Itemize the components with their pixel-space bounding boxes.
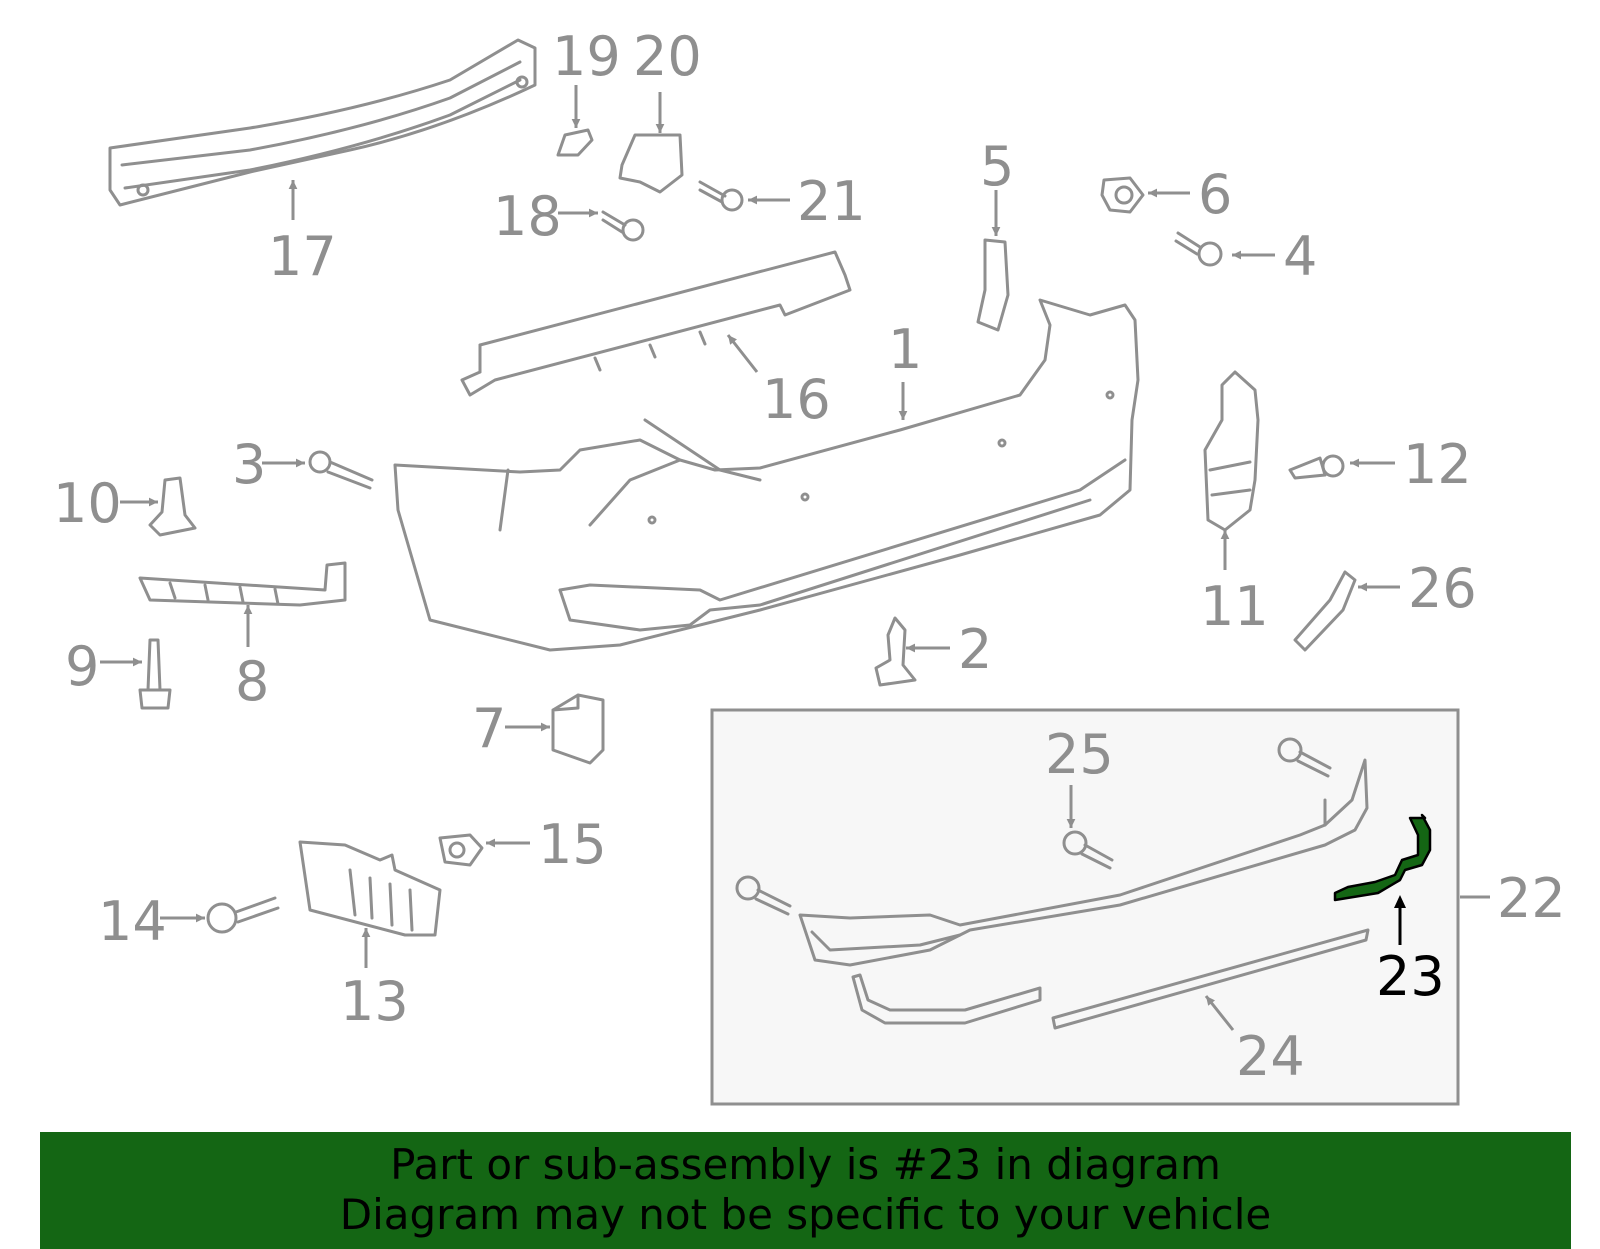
callout-3: 3 [232, 433, 266, 496]
part-25-bolt [1062, 830, 1114, 870]
callout-17: 17 [268, 225, 337, 288]
part-11-bracket [1203, 370, 1260, 532]
part-17-reinforcement [108, 38, 537, 207]
arrow-14-head [195, 913, 205, 923]
arrow-7-head [540, 722, 550, 732]
part-6-nut [1100, 176, 1145, 214]
arrow-8-head [243, 605, 253, 615]
callout-23: 23 [1376, 945, 1445, 1008]
arrow-17-head [288, 180, 298, 190]
part-24-moulding [851, 928, 1370, 1030]
part-10-clip [148, 476, 197, 537]
part-12-clip [1288, 454, 1345, 480]
callout-16: 16 [762, 368, 831, 431]
arrow-15-head [486, 838, 496, 848]
arrow-2-head [906, 643, 916, 653]
arrow-16-head [728, 335, 737, 345]
part-16-absorber [460, 250, 852, 397]
arrow-5-head [991, 226, 1001, 236]
callout-13: 13 [340, 970, 409, 1033]
arrow-10-head [148, 497, 158, 507]
info-banner: Part or sub-assembly is #23 in diagram D… [40, 1132, 1571, 1249]
arrow-19-head [571, 118, 581, 128]
part-18-bolt [601, 210, 645, 242]
callout-10: 10 [53, 472, 122, 535]
arrow-1-head [898, 410, 908, 420]
arrow-20-head [655, 123, 665, 133]
part-4-bolt [1174, 231, 1223, 267]
part-19-clip [556, 128, 594, 157]
arrow-25-head [1066, 818, 1076, 828]
callout-7: 7 [472, 697, 506, 760]
subassembly-22-box [710, 708, 1460, 1106]
part-13-bracket [298, 840, 442, 937]
arrow-21-head [748, 195, 758, 205]
bolt-top-right [1277, 737, 1332, 778]
callout-12: 12 [1403, 433, 1472, 496]
lower-spoiler [798, 758, 1369, 967]
arrow-9-head [132, 657, 142, 667]
arrow-18-head [588, 208, 598, 218]
part-23-highlighted [1333, 813, 1432, 902]
banner-line-2: Diagram may not be specific to your vehi… [339, 1190, 1272, 1239]
part-3-bolt [308, 450, 374, 490]
part-8-bracket [138, 561, 347, 607]
part-1-bumper-cover [393, 298, 1140, 652]
part-5-retainer [976, 238, 1010, 332]
arrowhead-23 [1394, 895, 1406, 908]
part-26-spacer [1293, 570, 1357, 652]
part-2-clip [874, 616, 917, 687]
part-14-bolt [206, 896, 280, 934]
callout-2: 2 [958, 618, 992, 681]
arrow-12-head [1350, 458, 1360, 468]
part-15-nut [438, 833, 484, 867]
callout-18: 18 [493, 185, 562, 248]
arrow-6-head [1148, 188, 1158, 198]
banner-line-1: Part or sub-assembly is #23 in diagram [390, 1140, 1221, 1189]
part-9-bolt [138, 638, 172, 710]
callout-8: 8 [235, 650, 269, 713]
arrow-24-head [1206, 996, 1216, 1006]
callout-26: 26 [1408, 557, 1477, 620]
arrow-3-head [295, 458, 305, 468]
callout-20: 20 [633, 25, 702, 88]
part-20-bracket [618, 133, 684, 194]
callout-14: 14 [98, 890, 167, 953]
callout-25: 25 [1045, 723, 1114, 786]
arrow-11-head [1220, 530, 1230, 540]
callout-9: 9 [65, 635, 99, 698]
callout-22: 22 [1497, 867, 1566, 930]
callout-19: 19 [552, 25, 621, 88]
part-21-bolt [698, 180, 744, 212]
callout-24: 24 [1236, 1025, 1305, 1088]
arrow-4-head [1232, 250, 1242, 260]
part-7-pad [551, 693, 605, 765]
arrow-13-head [361, 928, 371, 938]
callout-4: 4 [1283, 225, 1317, 288]
callout-5: 5 [980, 135, 1014, 198]
callout-1: 1 [888, 318, 922, 381]
callout-21: 21 [797, 170, 866, 233]
arrow-26-head [1358, 582, 1368, 592]
callout-15: 15 [538, 813, 607, 876]
callout-11: 11 [1200, 575, 1269, 638]
bolt-left [735, 875, 792, 916]
callout-6: 6 [1198, 163, 1232, 226]
